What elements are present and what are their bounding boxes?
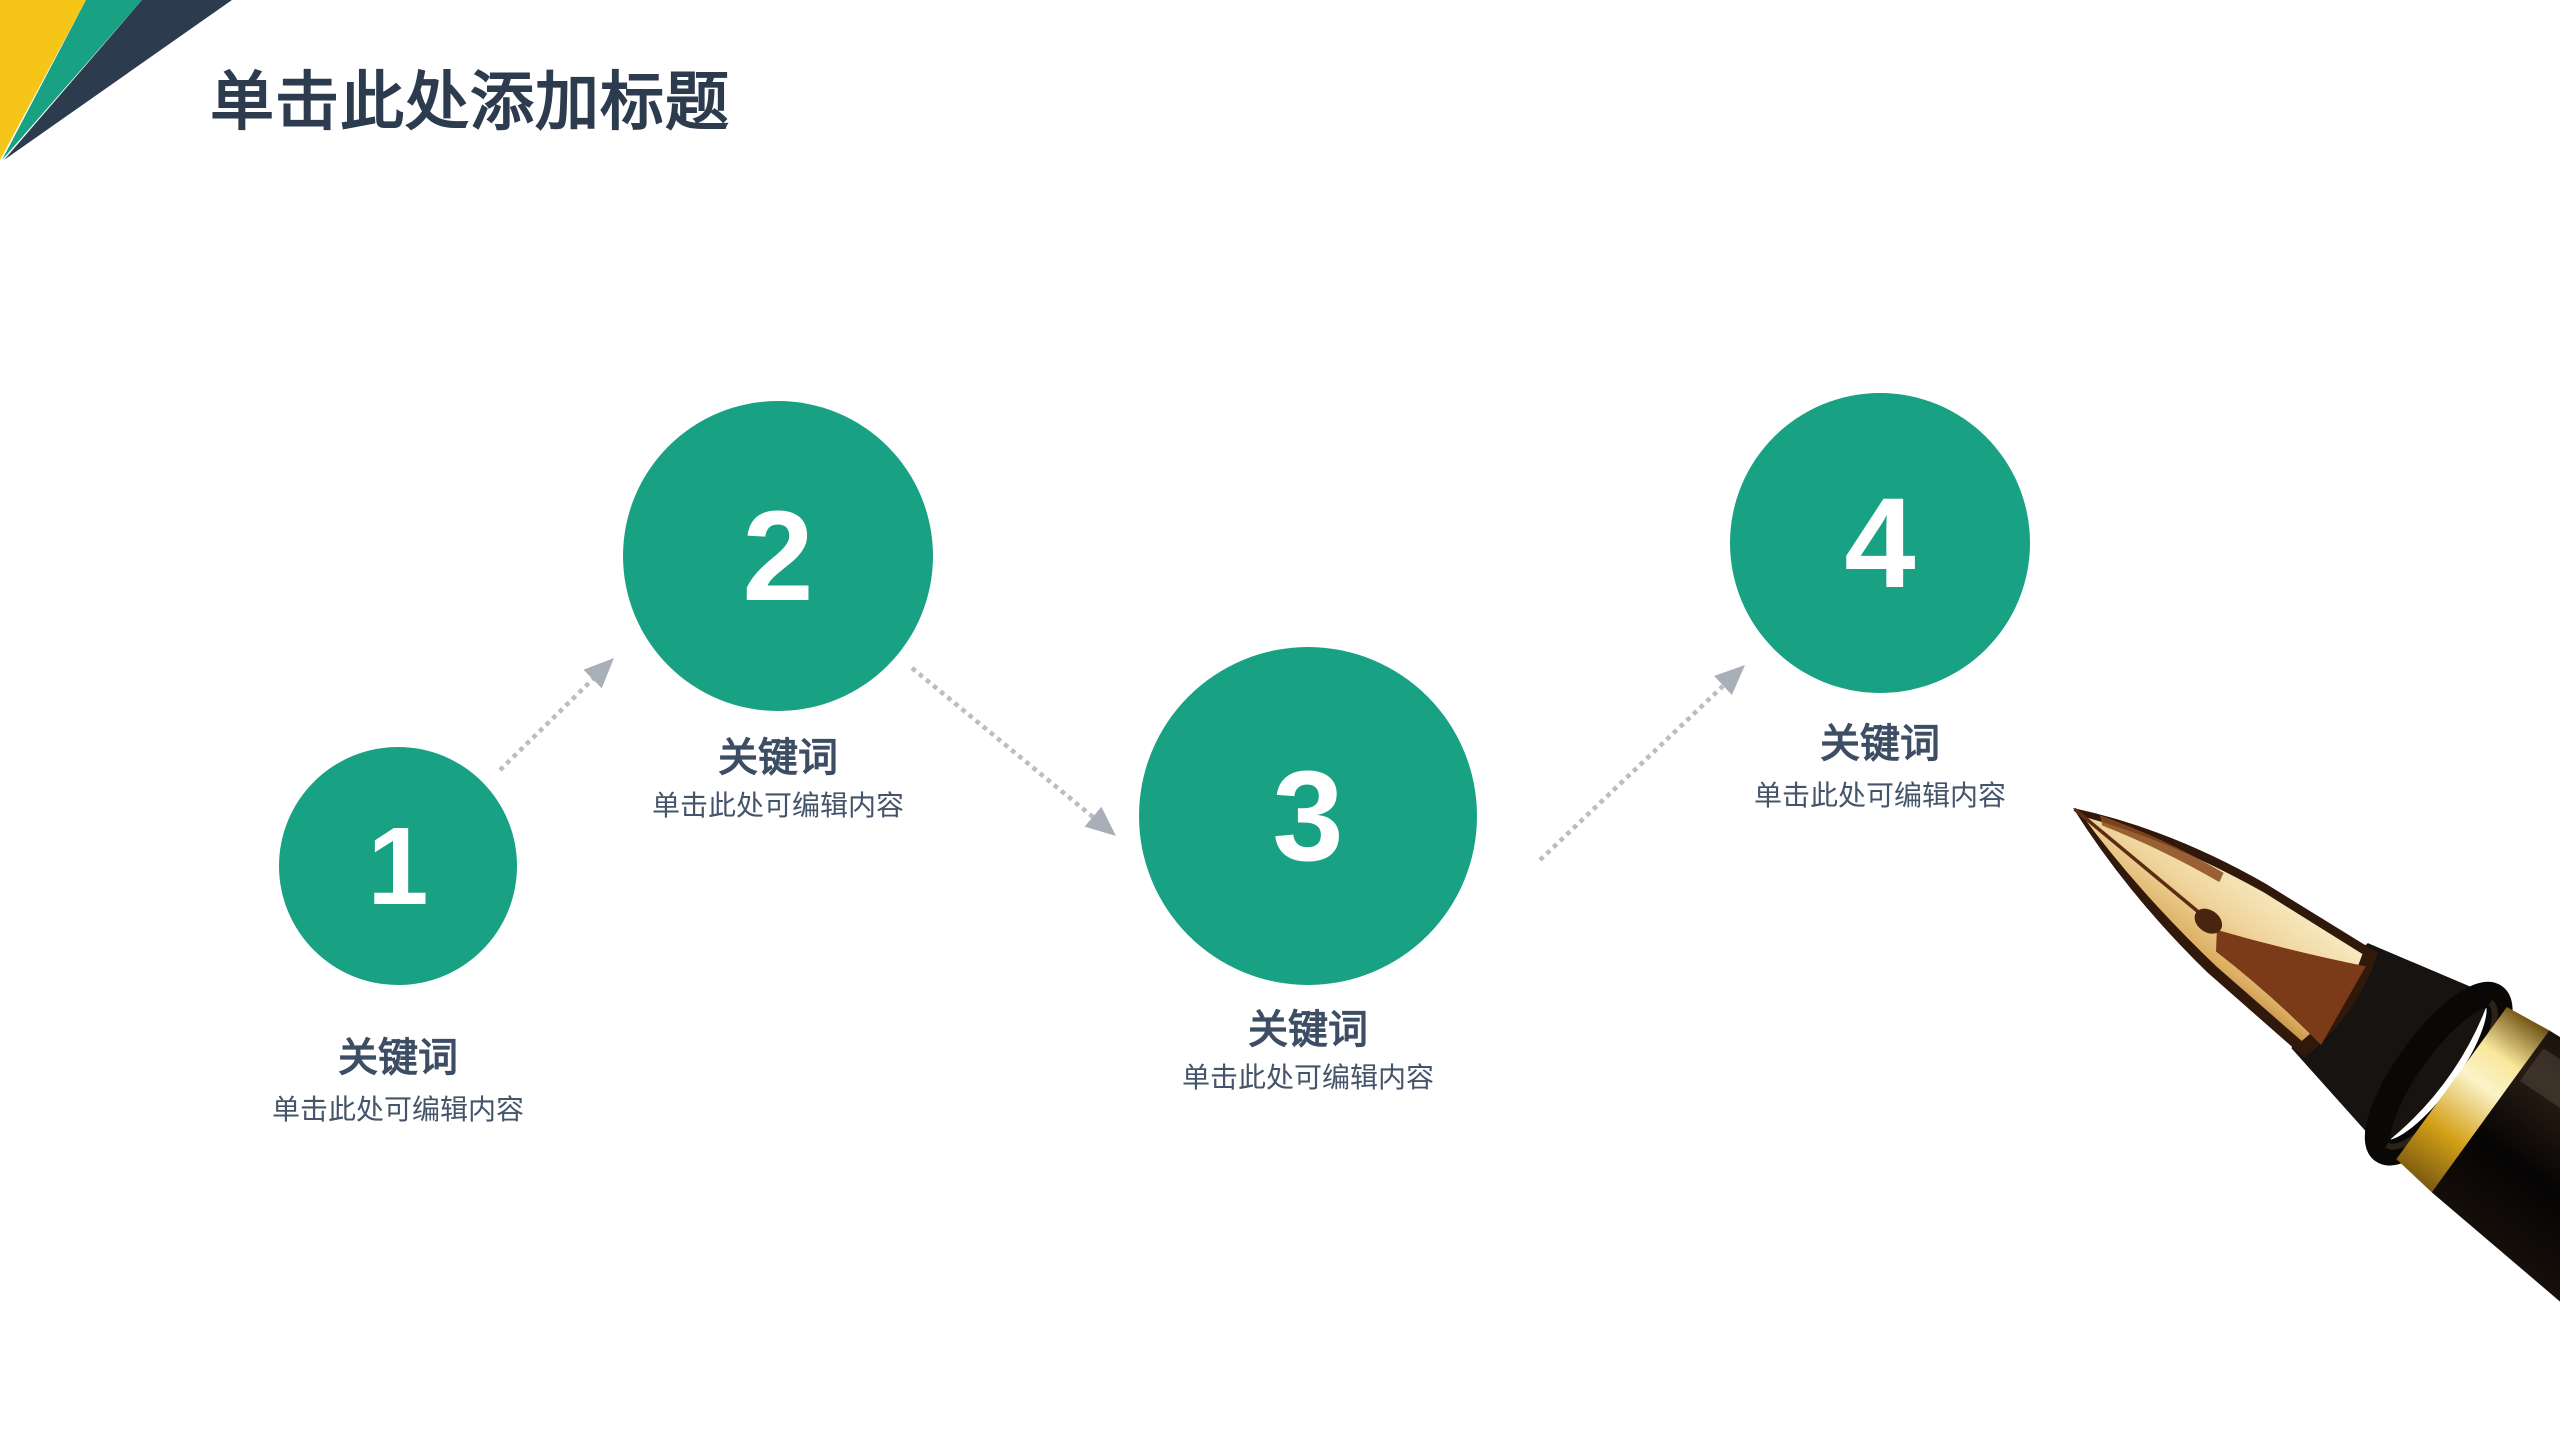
step-keyword-3[interactable]: 关键词 <box>1248 1008 1368 1052</box>
step-keyword-1[interactable]: 关键词 <box>338 1036 458 1080</box>
step-circle-2[interactable]: 2 <box>623 401 933 711</box>
step-circle-3[interactable]: 3 <box>1139 647 1477 985</box>
step-number-1: 1 <box>367 804 429 928</box>
pen-ring <box>2364 981 2513 1166</box>
step-number-3: 3 <box>1272 744 1344 888</box>
step-number-2: 2 <box>742 484 814 628</box>
step-circle-4[interactable]: 4 <box>1730 393 2030 693</box>
step-number-4: 4 <box>1844 471 1916 615</box>
pen-nib-breather-hole <box>2194 908 2223 934</box>
step-description-3[interactable]: 单击此处可编辑内容 <box>1181 1062 1434 1093</box>
pen-nib-slit <box>2073 807 2207 920</box>
corner-yellow-triangle <box>0 0 86 160</box>
step-keyword-2[interactable]: 关键词 <box>718 736 838 780</box>
pen-ring-highlight <box>2385 1000 2498 1150</box>
slide-title-placeholder[interactable]: 单击此处添加标题 <box>210 66 730 138</box>
pen-barrel <box>2431 1030 2560 1440</box>
step-description-4[interactable]: 单击此处可编辑内容 <box>1753 780 2006 811</box>
process-step-1: 1 关键词 单击此处可编辑内容 <box>198 747 598 1127</box>
process-step-3: 3 关键词 单击此处可编辑内容 <box>1108 647 1508 1095</box>
step-circle-1[interactable]: 1 <box>279 747 517 985</box>
corner-accent-decoration <box>0 0 232 160</box>
pen-nib-outline <box>2073 808 2379 1058</box>
step-keyword-4[interactable]: 关键词 <box>1820 722 1940 766</box>
corner-navy-triangle <box>4 0 232 160</box>
pen-grip-section <box>2291 943 2491 1148</box>
corner-green-triangle <box>2 0 142 160</box>
step-description-1[interactable]: 单击此处可编辑内容 <box>271 1094 524 1125</box>
pen-barrel-gloss <box>2519 1048 2560 1434</box>
pen-nib <box>2082 816 2363 1041</box>
process-step-2: 2 关键词 单击此处可编辑内容 <box>578 401 978 823</box>
pen-nib-brown-patch <box>2215 929 2366 1046</box>
process-step-4: 4 关键词 单击此处可编辑内容 <box>1680 393 2080 813</box>
pen-gold-band <box>2396 1007 2550 1193</box>
step-description-2[interactable]: 单击此处可编辑内容 <box>651 790 904 821</box>
pen-nib-shading <box>2099 815 2224 883</box>
